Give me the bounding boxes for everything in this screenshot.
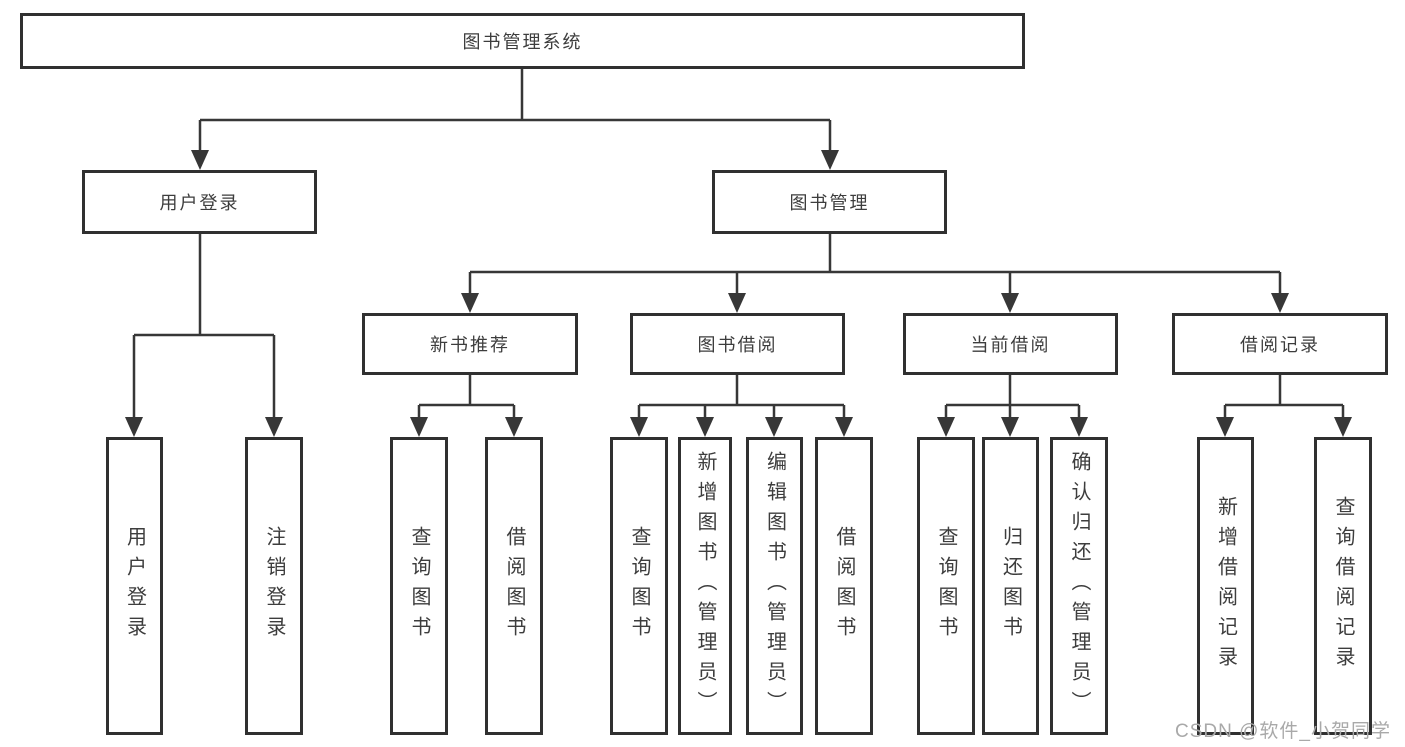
node-user-login-label: 用户登录 <box>159 193 240 213</box>
arrow-down-icon <box>1001 293 1019 313</box>
csdn-watermark: CSDN @软件_小贺同学 <box>1175 721 1391 742</box>
arrow-down-icon <box>410 417 428 437</box>
node-current-borrow: 当前借阅 <box>903 313 1118 375</box>
arrow-down-icon <box>937 417 955 437</box>
arrow-down-icon <box>1334 417 1352 437</box>
arrow-down-icon <box>1070 417 1088 437</box>
arrow-down-icon <box>461 293 479 313</box>
arrow-down-icon <box>125 417 143 437</box>
arrow-down-icon <box>696 417 714 437</box>
leaf-user-login: 用户登录 <box>106 437 163 735</box>
node-library-management-system-label: 图书管理系统 <box>462 32 583 52</box>
leaf-logout: 注销登录 <box>245 437 303 735</box>
leaf-current-query-books: 查询图书 <box>917 437 975 735</box>
leaf-return-books-label: 归还图书 <box>999 526 1022 646</box>
arrow-down-icon <box>1001 417 1019 437</box>
arrow-down-icon <box>1271 293 1289 313</box>
node-library-management-system: 图书管理系统 <box>20 13 1025 69</box>
node-user-login: 用户登录 <box>82 170 317 234</box>
node-book-borrow: 图书借阅 <box>630 313 845 375</box>
leaf-add-borrow-record: 新增借阅记录 <box>1197 437 1254 735</box>
node-borrow-record-label: 借阅记录 <box>1240 335 1320 355</box>
node-new-book-recommend-label: 新书推荐 <box>430 335 510 355</box>
node-borrow-record: 借阅记录 <box>1172 313 1388 375</box>
leaf-add-books-admin-label: 新增图书（管理员） <box>694 451 716 721</box>
leaf-confirm-return-admin: 确认归还（管理员） <box>1050 437 1108 735</box>
arrow-down-icon <box>630 417 648 437</box>
leaf-user-login-label: 用户登录 <box>123 526 146 646</box>
leaf-borrow-query-books-label: 查询图书 <box>628 526 650 646</box>
leaf-edit-books-admin: 编辑图书（管理员） <box>746 437 803 735</box>
leaf-query-borrow-record: 查询借阅记录 <box>1314 437 1372 735</box>
leaf-add-borrow-record-label: 新增借阅记录 <box>1214 496 1237 676</box>
connector-rec-to-leaves <box>410 375 523 437</box>
leaf-rec-query-books: 查询图书 <box>390 437 448 735</box>
leaf-rec-borrow-books-label: 借阅图书 <box>503 526 525 646</box>
leaf-current-query-books-label: 查询图书 <box>935 526 957 646</box>
leaf-rec-query-books-label: 查询图书 <box>408 526 430 646</box>
arrow-down-icon <box>1216 417 1234 437</box>
connector-login-to-leaves <box>125 234 283 437</box>
leaf-borrow-books: 借阅图书 <box>815 437 873 735</box>
connector-record-to-leaves <box>1216 375 1352 437</box>
arrow-down-icon <box>765 417 783 437</box>
leaf-borrow-query-books: 查询图书 <box>610 437 668 735</box>
leaf-logout-label: 注销登录 <box>263 526 285 646</box>
node-book-borrow-label: 图书借阅 <box>697 335 778 355</box>
leaf-rec-borrow-books: 借阅图书 <box>485 437 543 735</box>
arrow-down-icon <box>821 150 839 170</box>
node-new-book-recommend: 新书推荐 <box>362 313 578 375</box>
connector-current-to-leaves <box>937 375 1088 437</box>
arrow-down-icon <box>265 417 283 437</box>
leaf-query-borrow-record-label: 查询借阅记录 <box>1332 496 1354 676</box>
connector-mgmt-to-level3 <box>461 234 1289 313</box>
node-book-management: 图书管理 <box>712 170 947 234</box>
arrow-down-icon <box>191 150 209 170</box>
node-current-borrow-label: 当前借阅 <box>970 335 1051 355</box>
leaf-edit-books-admin-label: 编辑图书（管理员） <box>763 451 786 721</box>
arrow-down-icon <box>505 417 523 437</box>
leaf-borrow-books-label: 借阅图书 <box>833 526 855 646</box>
arrow-down-icon <box>728 293 746 313</box>
leaf-confirm-return-admin-label: 确认归还（管理员） <box>1068 451 1090 721</box>
leaf-add-books-admin: 新增图书（管理员） <box>678 437 732 735</box>
leaf-return-books: 归还图书 <box>982 437 1039 735</box>
connector-borrow-to-leaves <box>630 375 853 437</box>
arrow-down-icon <box>835 417 853 437</box>
connector-root-to-level2 <box>191 69 839 170</box>
node-book-management-label: 图书管理 <box>789 193 870 213</box>
